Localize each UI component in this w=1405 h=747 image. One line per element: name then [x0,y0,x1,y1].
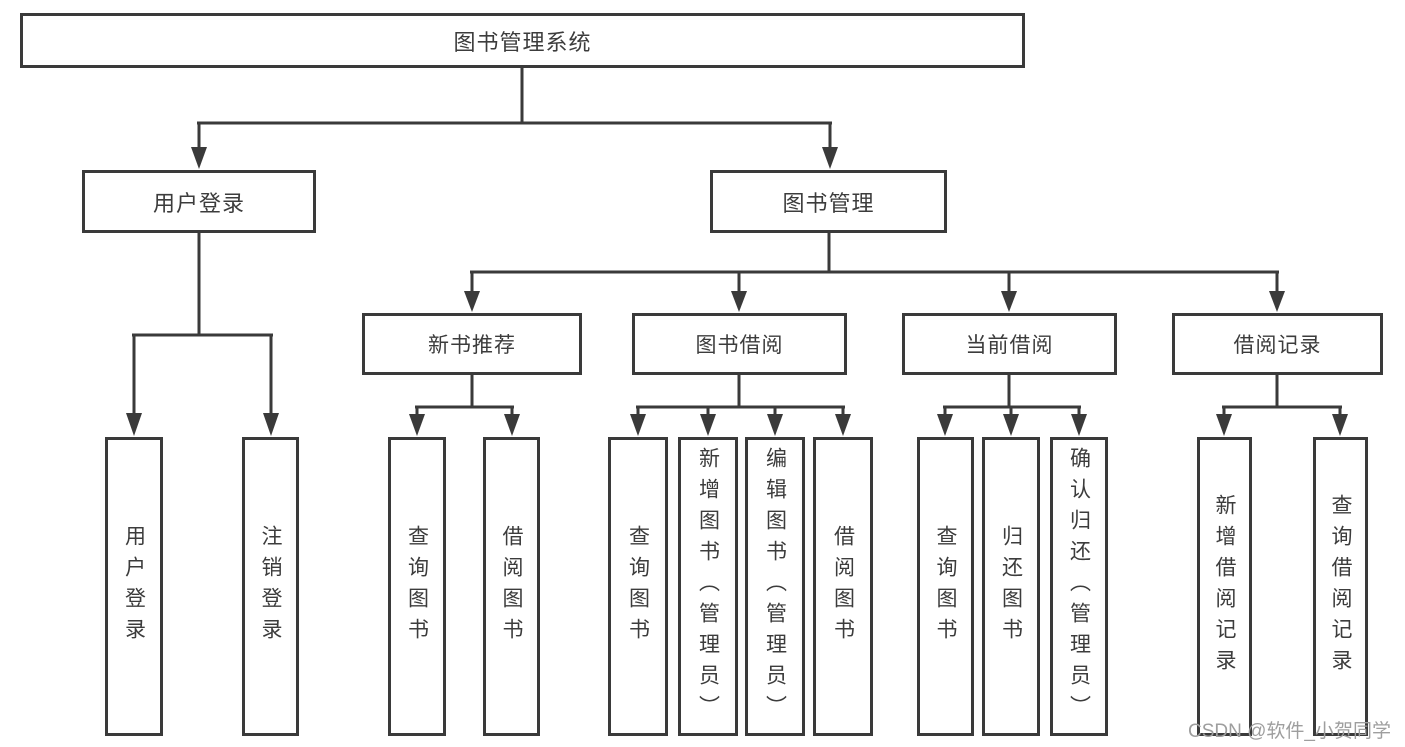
node-label: 新增借阅记录 [1213,493,1236,680]
node-leaf-add-book-admin: 新增图书（管理员） [678,437,738,736]
node-label: 图书管理 [782,190,875,216]
node-root-system: 图书管理系统 [20,13,1025,68]
node-leaf-add-borrow-record: 新增借阅记录 [1197,437,1252,736]
node-leaf-user-login: 用户登录 [105,437,163,736]
node-label: 图书借阅 [695,334,784,357]
connector-user-login-to-leaves [126,233,279,436]
node-leaf-borrow-book-1: 借阅图书 [483,437,540,736]
node-user-login-branch: 用户登录 [82,170,316,233]
connector-root-to-branches [191,68,838,169]
csdn-watermark: CSDN @软件_小贺同学 [1188,721,1391,742]
node-book-management-branch: 图书管理 [710,170,947,233]
connector-current-borrow-to-leaves [937,375,1087,436]
node-label: 借阅图书 [831,524,855,649]
node-current-borrow: 当前借阅 [902,313,1117,375]
node-label: 查询图书 [626,524,650,649]
connector-borrow-record-to-leaves [1216,375,1348,436]
node-leaf-return-book: 归还图书 [982,437,1040,736]
node-borrow-record: 借阅记录 [1172,313,1383,375]
node-label: 借阅记录 [1233,334,1322,357]
node-leaf-borrow-book-2: 借阅图书 [813,437,873,736]
node-label: 确认归还（管理员） [1067,447,1091,726]
node-label: 归还图书 [999,524,1023,649]
node-label: 查询图书 [934,524,957,649]
node-label: 新增图书（管理员） [696,447,720,726]
node-label: 新书推荐 [428,334,516,357]
node-leaf-edit-book-admin: 编辑图书（管理员） [745,437,805,736]
node-label: 编辑图书（管理员） [763,447,787,726]
node-leaf-query-book-2: 查询图书 [608,437,668,736]
node-label: 图书管理系统 [453,29,592,55]
connector-new-book-to-leaves [409,375,520,436]
node-label: 查询借阅记录 [1329,493,1352,680]
node-leaf-query-book-3: 查询图书 [917,437,974,736]
node-label: 用户登录 [152,190,245,216]
node-book-borrow: 图书借阅 [632,313,847,375]
node-label: 查询图书 [405,524,429,649]
node-label: 注销登录 [259,524,282,649]
node-leaf-confirm-return-admin: 确认归还（管理员） [1050,437,1108,736]
node-label: 用户登录 [122,524,146,649]
node-leaf-query-book-1: 查询图书 [388,437,446,736]
node-leaf-logout: 注销登录 [242,437,299,736]
node-leaf-query-borrow-record: 查询借阅记录 [1313,437,1368,736]
connector-book-borrow-to-leaves [630,375,851,436]
node-label: 当前借阅 [965,334,1054,357]
node-new-book-recommend: 新书推荐 [362,313,582,375]
connector-book-management-to-modules [464,233,1285,312]
node-label: 借阅图书 [500,524,523,649]
